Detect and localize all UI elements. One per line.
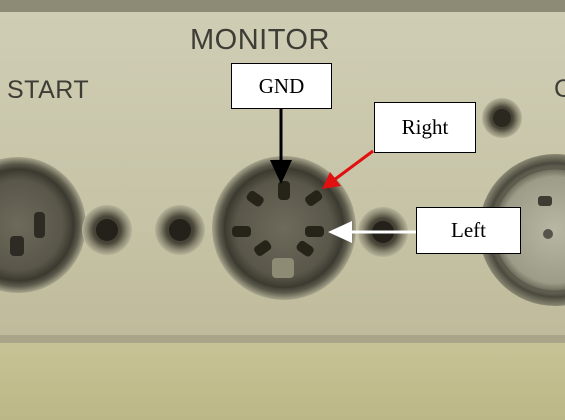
monitor-din-pins	[232, 181, 324, 257]
gnd-callout: GND	[231, 63, 332, 109]
pin	[246, 190, 264, 207]
monitor-panel-label: MONITOR	[190, 24, 330, 56]
pin-right	[305, 190, 323, 206]
gnd-arrow-head	[270, 160, 292, 184]
din-key	[272, 258, 294, 278]
panel-seam	[0, 335, 565, 343]
left-din-pin	[10, 236, 24, 256]
xlr-pin	[543, 229, 553, 239]
jack-2-hole	[169, 219, 191, 241]
pin	[296, 240, 314, 257]
pin-gnd	[278, 181, 290, 200]
right-callout: Right	[374, 102, 476, 153]
lower-panel	[0, 343, 565, 420]
start-panel-label: START	[7, 76, 90, 104]
left-din-pin	[34, 212, 45, 238]
right-arrow-head	[322, 172, 341, 189]
right-arrow-line	[333, 149, 374, 182]
xlr-latch	[538, 196, 552, 206]
jack-1-hole	[96, 219, 118, 241]
xlr-connector	[479, 154, 565, 306]
left-arrow-head	[328, 221, 352, 243]
pin-left	[305, 226, 324, 237]
partial-panel-label: C	[554, 75, 565, 103]
pin	[254, 240, 272, 256]
top-right-jack-hole	[493, 109, 511, 127]
pin	[232, 226, 251, 237]
top-edge	[0, 0, 565, 12]
left-callout: Left	[416, 207, 521, 254]
